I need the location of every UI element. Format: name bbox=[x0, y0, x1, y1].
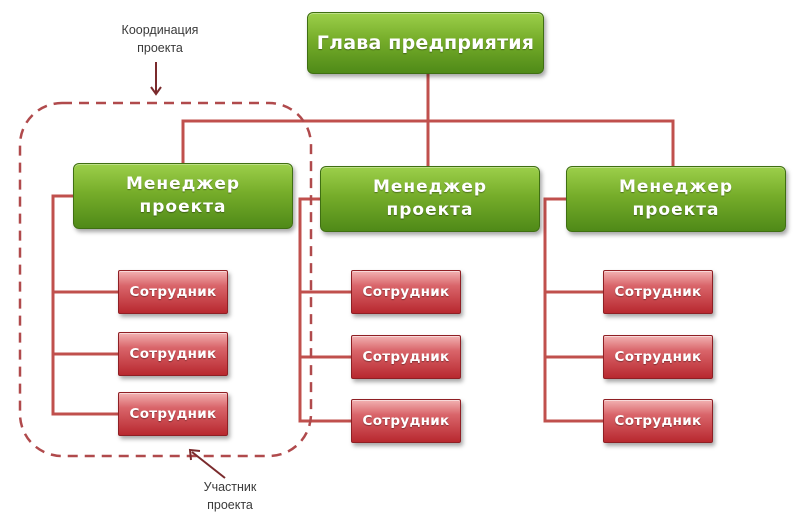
employee-label: Сотрудник bbox=[362, 349, 450, 365]
participant-arrow bbox=[191, 451, 226, 479]
employee-box-1-2: Сотрудник bbox=[118, 332, 228, 376]
employee-label: Сотрудник bbox=[362, 284, 450, 300]
annotation-arrows bbox=[150, 62, 226, 479]
project-manager-box-2: Менеджер проекта bbox=[320, 166, 540, 232]
employee-label: Сотрудник bbox=[614, 349, 702, 365]
employee-box-2-2: Сотрудник bbox=[351, 335, 461, 379]
employee-label: Сотрудник bbox=[614, 284, 702, 300]
employee-label: Сотрудник bbox=[614, 413, 702, 429]
project-manager-box-3: Менеджер проекта bbox=[566, 166, 786, 232]
employee-box-3-1: Сотрудник bbox=[603, 270, 713, 314]
coordination-outline bbox=[18, 101, 313, 458]
employee-box-3-2: Сотрудник bbox=[603, 335, 713, 379]
project-manager-box-1: Менеджер проекта bbox=[73, 163, 293, 229]
head-of-enterprise-box: Глава предприятия bbox=[307, 12, 544, 74]
project-manager-label-2: Менеджер проекта bbox=[372, 177, 488, 220]
employee-box-3-3: Сотрудник bbox=[603, 399, 713, 443]
employee-label: Сотрудник bbox=[129, 284, 217, 300]
project-manager-label-3: Менеджер проекта bbox=[618, 177, 734, 220]
coordination-annotation: Координация проекта bbox=[121, 23, 199, 55]
coordination-arrowhead bbox=[150, 86, 162, 96]
head-of-enterprise-label: Глава предприятия bbox=[316, 32, 535, 54]
employee-label: Сотрудник bbox=[129, 346, 217, 362]
project-manager-label-1: Менеджер проекта bbox=[125, 174, 241, 217]
employee-label: Сотрудник bbox=[129, 406, 217, 422]
participant-arrowhead bbox=[188, 448, 201, 461]
employee-box-2-3: Сотрудник bbox=[351, 399, 461, 443]
participant-annotation: Участник проекта bbox=[203, 480, 257, 512]
employee-box-2-1: Сотрудник bbox=[351, 270, 461, 314]
employee-box-1-3: Сотрудник bbox=[118, 392, 228, 436]
employee-label: Сотрудник bbox=[362, 413, 450, 429]
employee-box-1-1: Сотрудник bbox=[118, 270, 228, 314]
